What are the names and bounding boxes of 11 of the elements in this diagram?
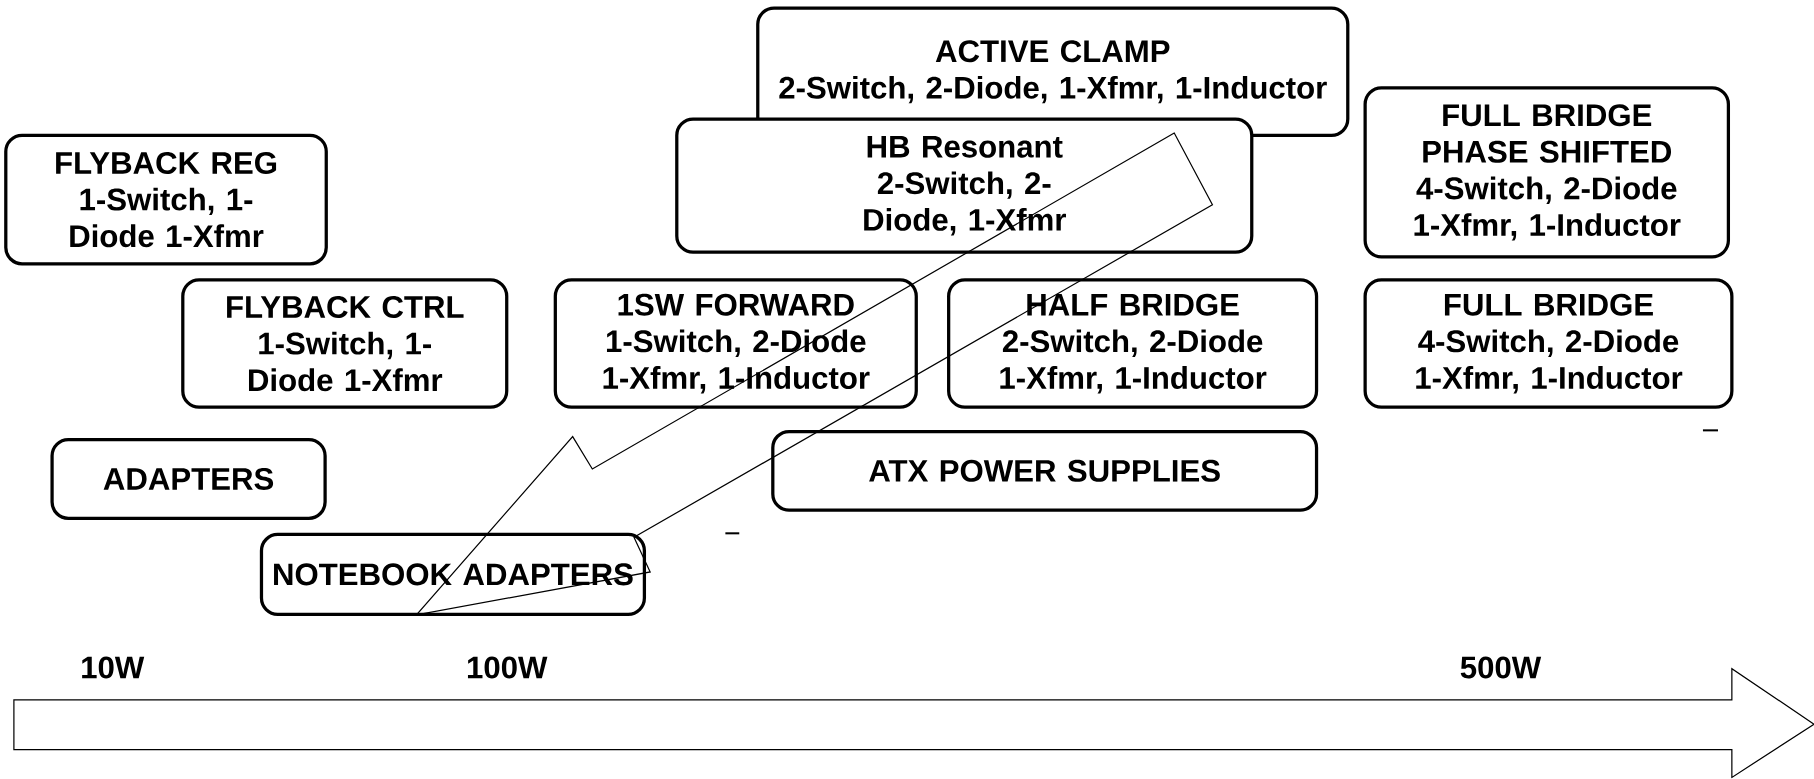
component-box: NOTEBOOK ADAPTERS xyxy=(259,533,647,617)
axis-label: 100W xyxy=(467,656,548,679)
component-box: FLYBACK REG 1-Switch, 1-Diode 1-Xfmr xyxy=(4,133,328,266)
component-box: ATX POWER SUPPLIES xyxy=(771,430,1319,513)
component-box: FULL BRIDGE PHASE SHIFTED 4-Switch, 2-Diode 1-Xfmr, 1-Inductor xyxy=(1363,86,1730,259)
component-box: FLYBACK CTRL 1-Switch, 1-Diode 1-Xfmr xyxy=(181,278,509,410)
component-box: ADAPTERS xyxy=(50,438,327,521)
axis-label: 10W xyxy=(82,656,145,679)
component-box: FULL BRIDGE 4-Switch, 2-Diode 1-Xfmr, 1-Inductor xyxy=(1363,278,1734,410)
block-arrow xyxy=(414,132,1214,616)
axis-label: 500W xyxy=(1460,656,1542,679)
